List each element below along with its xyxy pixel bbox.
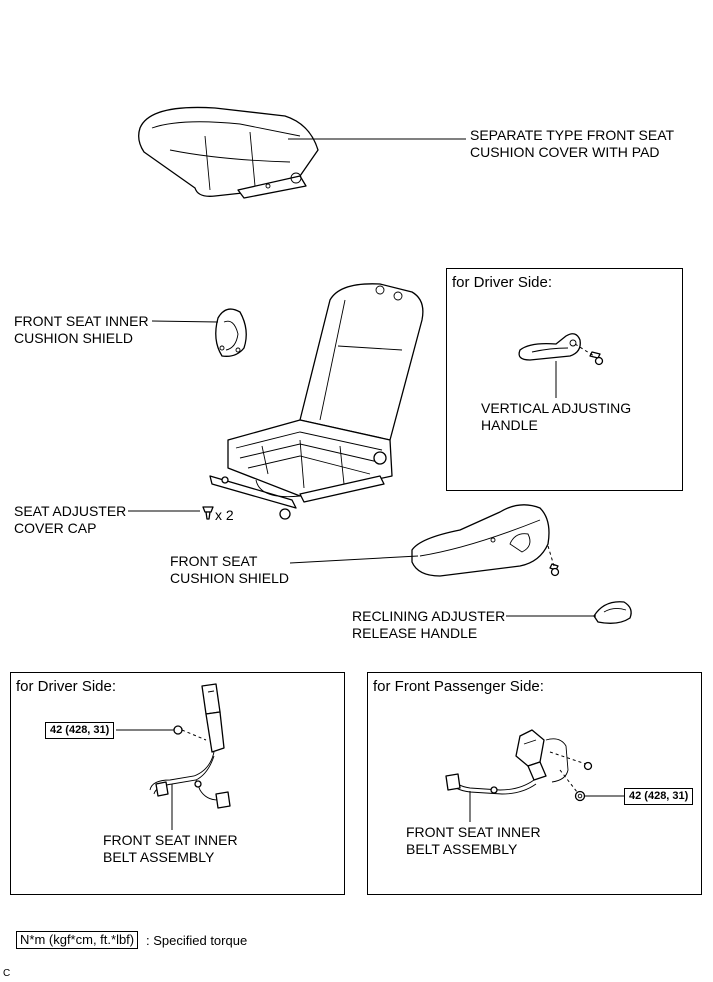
cushion-shield-label-line-1: FRONT SEAT	[170, 553, 258, 569]
passenger-torque-callout: 42 (428, 31)	[624, 788, 694, 805]
vertical-handle-label-line-1: VERTICAL ADJUSTING	[481, 400, 632, 416]
driver-belt-label-line-1: FRONT SEAT INNER	[103, 832, 238, 848]
driver-torque-callout: 42 (428, 31)	[45, 722, 115, 739]
inner-cushion-shield-label-line-1: FRONT SEAT INNER	[14, 313, 149, 329]
install-paths	[181, 343, 595, 793]
driver-belt-box-title: for Driver Side:	[16, 678, 117, 695]
inner-cushion-shield-label-line-2: CUSHION SHIELD	[14, 330, 134, 346]
seat-cushion-cover-drawing	[138, 106, 319, 199]
seat-assembly-drawing	[209, 283, 424, 520]
leader-lines	[116, 138, 624, 830]
inner-cushion-shield-drawing	[215, 308, 247, 357]
passenger-belt-box	[367, 672, 702, 895]
cover-cap-label-line-1: SEAT ADJUSTER	[14, 503, 127, 519]
driver-handle-box-title: for Driver Side:	[452, 274, 553, 291]
cover-cap-quantity: x 2	[215, 507, 234, 523]
torque-unit-legend: N*m (kgf*cm, ft.*lbf)	[16, 931, 139, 949]
reclining-handle-drawing	[593, 601, 632, 624]
vertical-handle-drawing	[518, 333, 604, 366]
passenger-belt-box-title: for Front Passenger Side:	[373, 678, 544, 695]
vertical-handle-label-line-2: HANDLE	[481, 417, 538, 433]
cushion-shield-label-line-2: CUSHION SHIELD	[170, 570, 290, 586]
passenger-belt-label-line-1: FRONT SEAT INNER	[406, 824, 541, 840]
corner-code: C	[3, 968, 11, 979]
driver-belt-box	[10, 672, 345, 895]
driver-handle-box	[446, 268, 683, 491]
reclining-handle-label-line-2: RELEASE HANDLE	[352, 625, 478, 641]
cover-cap-label-line-2: COVER CAP	[14, 520, 97, 536]
reclining-handle-label-line-1: RECLINING ADJUSTER	[352, 608, 506, 624]
cushion-shield-drawing	[411, 504, 560, 577]
driver-belt-label-line-2: BELT ASSEMBLY	[103, 849, 215, 865]
cushion-cover-label-line-1: SEPARATE TYPE FRONT SEAT	[470, 127, 675, 143]
torque-legend-description: : Specified torque	[146, 933, 248, 948]
driver-belt-drawing	[149, 683, 231, 809]
cushion-cover-label-line-2: CUSHION COVER WITH PAD	[470, 144, 660, 160]
cover-cap-drawing	[202, 506, 214, 520]
passenger-belt-label-line-2: BELT ASSEMBLY	[406, 841, 518, 857]
